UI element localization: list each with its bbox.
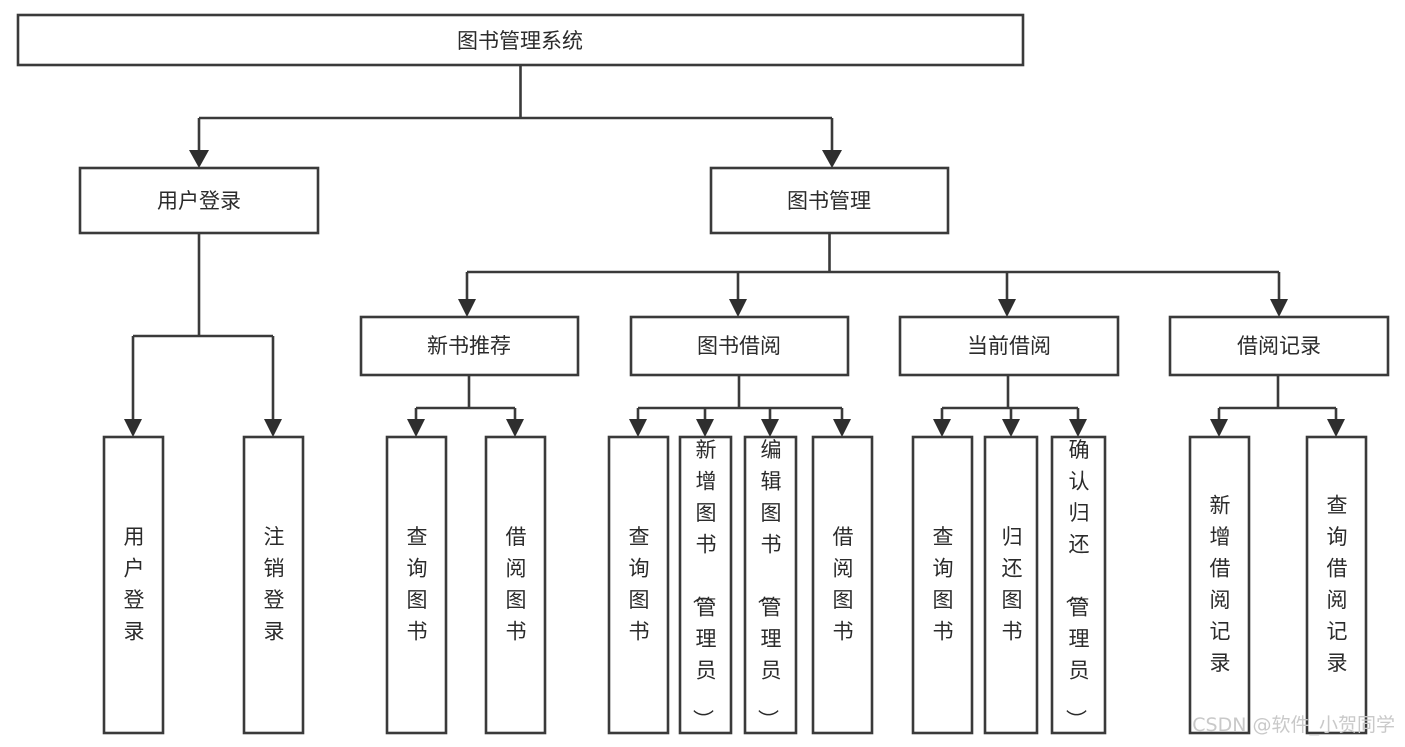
node-leaf-borrow-book-2-label: 借阅图书 — [833, 525, 854, 644]
node-leaf-borrow-book-1-label: 借阅图书 — [506, 525, 527, 644]
node-book-borrow-box[interactable] — [629, 315, 850, 377]
connector-newbook-to-leaves — [407, 375, 524, 437]
node-leaf-add-book-admin-box[interactable] — [678, 435, 733, 735]
connector-currentborrow-to-leaves — [933, 375, 1087, 437]
node-leaf-borrow-book-1-box[interactable] — [484, 435, 547, 735]
node-leaf-logout[interactable]: 注销登录 — [242, 435, 305, 735]
node-book-manage[interactable]: 图书管理 — [709, 166, 950, 235]
node-leaf-borrow-book-2[interactable]: 借阅图书 — [811, 435, 874, 735]
node-leaf-add-record-box[interactable] — [1188, 435, 1251, 735]
node-leaf-query-book-3[interactable]: 查询图书 — [911, 435, 974, 735]
node-leaf-add-record-label: 新增借阅记录 — [1210, 494, 1231, 676]
node-book-manage-box[interactable] — [709, 166, 950, 235]
node-leaf-query-book-2-box[interactable] — [607, 435, 670, 735]
node-leaf-query-book-2[interactable]: 查询图书 — [607, 435, 670, 735]
node-user-login-label: 用户登录 — [157, 189, 241, 213]
connector-root-to-level2 — [189, 65, 842, 168]
node-leaf-confirm-return[interactable]: 确认归还（管理员） — [1050, 435, 1107, 735]
node-new-book-recommend-label: 新书推荐 — [427, 334, 511, 358]
node-leaf-borrow-book-1[interactable]: 借阅图书 — [484, 435, 547, 735]
connector-bookmanage-to-level3 — [458, 233, 1288, 317]
node-user-login-box[interactable] — [78, 166, 320, 235]
leaf-layer: 用户登录 注销登录 查询图书 借阅图书 查询图书 新增图书（管理员） — [102, 435, 1368, 735]
node-leaf-borrow-book-2-box[interactable] — [811, 435, 874, 735]
node-leaf-user-login-label: 用户登录 — [124, 525, 145, 644]
node-leaf-return-book-label: 归还图书 — [1002, 525, 1023, 644]
connector-userlogin-to-leaves — [124, 233, 282, 437]
node-leaf-query-book-1[interactable]: 查询图书 — [385, 435, 448, 735]
node-leaf-confirm-return-box[interactable] — [1050, 435, 1107, 735]
connector-bookborrow-to-leaves — [629, 375, 851, 437]
node-leaf-logout-label: 注销登录 — [264, 525, 285, 644]
node-new-book-recommend[interactable]: 新书推荐 — [359, 315, 580, 377]
node-leaf-query-book-3-box[interactable] — [911, 435, 974, 735]
node-leaf-query-record[interactable]: 查询借阅记录 — [1305, 435, 1368, 735]
csdn-watermark: CSDN @软件_小贺同学 — [1192, 714, 1395, 736]
node-current-borrow[interactable]: 当前借阅 — [898, 315, 1120, 377]
node-leaf-confirm-return-label: 确认归还（管理员） — [1064, 438, 1090, 730]
node-book-borrow-label: 图书借阅 — [697, 334, 781, 358]
node-leaf-query-book-1-box[interactable] — [385, 435, 448, 735]
node-leaf-add-book-admin[interactable]: 新增图书（管理员） — [678, 435, 733, 735]
node-book-manage-label: 图书管理 — [787, 189, 871, 213]
node-root[interactable]: 图书管理系统 — [16, 13, 1025, 67]
node-leaf-user-login[interactable]: 用户登录 — [102, 435, 165, 735]
node-leaf-add-book-admin-label: 新增图书（管理员） — [691, 438, 717, 730]
node-current-borrow-label: 当前借阅 — [967, 334, 1051, 358]
node-root-box[interactable] — [16, 13, 1025, 67]
node-current-borrow-box[interactable] — [898, 315, 1120, 377]
node-book-borrow[interactable]: 图书借阅 — [629, 315, 850, 377]
node-leaf-user-login-box[interactable] — [102, 435, 165, 735]
connector-borrowrecord-to-leaves — [1210, 375, 1345, 437]
node-root-label: 图书管理系统 — [457, 29, 583, 53]
node-leaf-return-book[interactable]: 归还图书 — [983, 435, 1039, 735]
node-new-book-recommend-box[interactable] — [359, 315, 580, 377]
node-leaf-query-record-label: 查询借阅记录 — [1327, 494, 1348, 676]
node-user-login[interactable]: 用户登录 — [78, 166, 320, 235]
node-leaf-query-book-1-label: 查询图书 — [407, 525, 428, 644]
node-leaf-add-record[interactable]: 新增借阅记录 — [1188, 435, 1251, 735]
node-leaf-query-book-3-label: 查询图书 — [933, 525, 954, 644]
node-leaf-edit-book-admin-label: 编辑图书（管理员） — [756, 438, 782, 730]
node-borrow-record[interactable]: 借阅记录 — [1168, 315, 1390, 377]
node-leaf-query-book-2-label: 查询图书 — [629, 525, 650, 644]
connector-layer — [124, 65, 1345, 437]
node-leaf-edit-book-admin-box[interactable] — [743, 435, 798, 735]
node-leaf-query-record-box[interactable] — [1305, 435, 1368, 735]
node-leaf-edit-book-admin[interactable]: 编辑图书（管理员） — [743, 435, 798, 735]
node-leaf-return-book-box[interactable] — [983, 435, 1039, 735]
node-borrow-record-box[interactable] — [1168, 315, 1390, 377]
node-leaf-logout-box[interactable] — [242, 435, 305, 735]
node-borrow-record-label: 借阅记录 — [1237, 334, 1321, 358]
